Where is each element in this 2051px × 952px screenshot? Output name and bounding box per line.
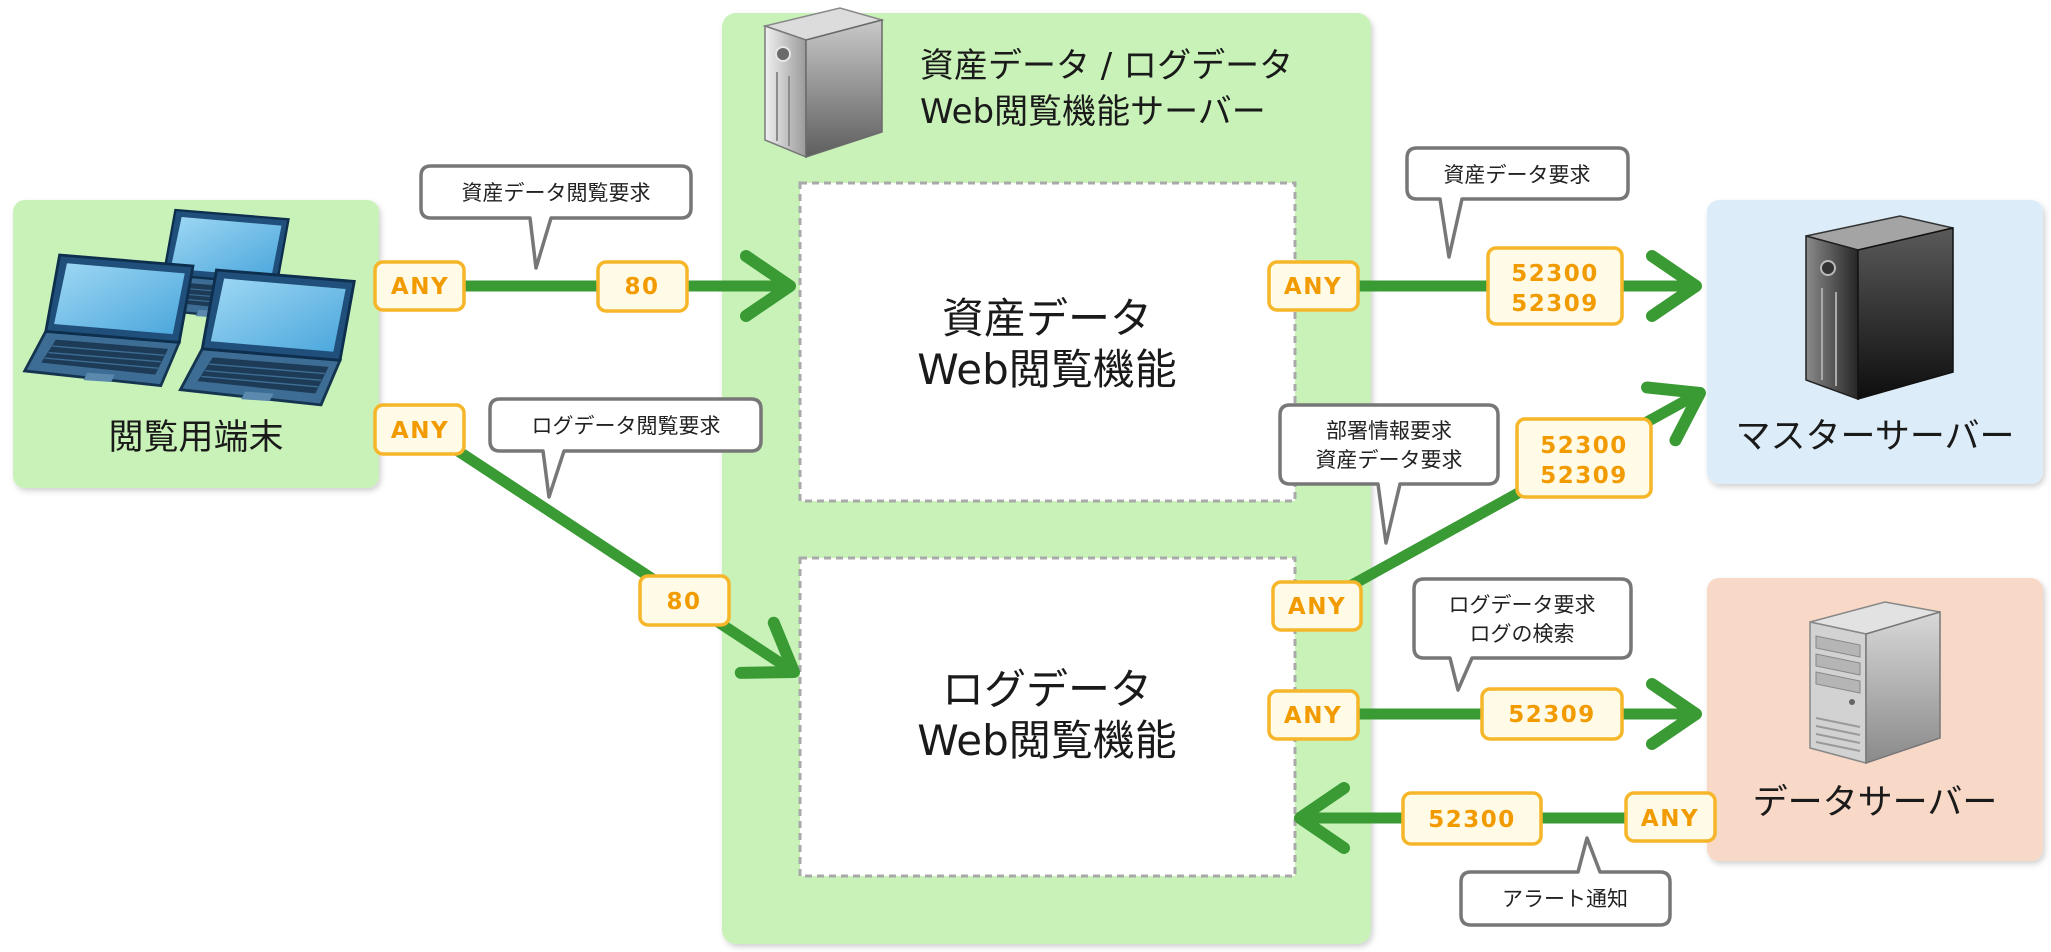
- callout-text: 資産データ閲覧要求: [462, 181, 651, 205]
- port-label-line2: 52309: [1511, 291, 1599, 317]
- callout-text: ログデータ閲覧要求: [532, 414, 721, 438]
- master-server-icon: [1805, 215, 1954, 401]
- arrowhead-log-master: [1641, 381, 1706, 447]
- web-server-title-line1: 資産データ / ログデータ: [920, 46, 1293, 86]
- port-badge-target: 80: [638, 574, 731, 627]
- arrowhead-asset-master: [1646, 250, 1702, 322]
- port-badge-source: ANY: [1271, 580, 1363, 632]
- port-badge-source: ANY: [1624, 791, 1717, 843]
- asset-function-title-line2: Web閲覧機能: [917, 345, 1177, 394]
- web-server-title-line2: Web閲覧機能サーバー: [920, 92, 1266, 132]
- port-label: ANY: [1284, 703, 1342, 729]
- terminal-label: 閲覧用端末: [108, 418, 283, 458]
- port-label: ANY: [1288, 594, 1346, 620]
- log-function-title-line2: Web閲覧機能: [917, 716, 1177, 765]
- callout-log-master: 部署情報要求 資産データ要求: [1278, 403, 1500, 545]
- master-server-label: マスターサーバー: [1736, 417, 2015, 457]
- port-badge-target: 52300 52309: [1486, 246, 1624, 326]
- arrow-terminal-log: [451, 444, 792, 673]
- callout-text-line2: 資産データ要求: [1316, 448, 1463, 472]
- callout-data-log: アラート通知: [1459, 836, 1672, 927]
- callout-text-line1: ログデータ要求: [1449, 593, 1596, 617]
- port-badge-target: 52309: [1480, 687, 1624, 741]
- asset-function-title-line1: 資産データ: [942, 294, 1152, 343]
- callout-asset-master: 資産データ要求: [1405, 146, 1630, 259]
- callout-text-line2: ログの検索: [1470, 622, 1575, 646]
- arrowhead-terminal-log: [734, 616, 800, 679]
- port-label-line2: 52309: [1540, 463, 1628, 489]
- port-label: 52309: [1508, 702, 1596, 728]
- asset-function-box: [798, 181, 1297, 503]
- port-label: ANY: [391, 274, 449, 300]
- callout-terminal-log: ログデータ閲覧要求: [488, 397, 763, 499]
- arrowhead-log-data: [1646, 678, 1702, 750]
- callout-text: 資産データ要求: [1444, 163, 1591, 187]
- port-label: ANY: [1641, 806, 1699, 832]
- port-label: 52300: [1428, 807, 1516, 833]
- port-badge-target: 80: [596, 260, 689, 313]
- web-server-icon: [762, 7, 885, 159]
- data-server-label: データサーバー: [1753, 783, 1998, 823]
- callout-terminal-asset: 資産データ閲覧要求: [419, 164, 693, 270]
- log-function-title-line1: ログデータ: [942, 665, 1152, 714]
- port-label-line1: 52300: [1511, 261, 1599, 287]
- port-label: ANY: [391, 418, 449, 444]
- port-badge-target: 52300 52309: [1515, 417, 1653, 499]
- log-function-box: [798, 556, 1297, 878]
- arrowhead-terminal-asset: [740, 250, 796, 322]
- callout-text-line1: 部署情報要求: [1326, 419, 1452, 443]
- port-badge-source: ANY: [1267, 689, 1360, 741]
- port-label-line1: 52300: [1540, 433, 1628, 459]
- port-label: ANY: [1284, 274, 1342, 300]
- port-badge-target: 52300: [1401, 791, 1543, 846]
- port-badge-source: ANY: [373, 260, 466, 312]
- port-label: 80: [624, 274, 659, 300]
- callout-log-data: ログデータ要求 ログの検索: [1412, 577, 1633, 692]
- data-server-icon: [1809, 601, 1941, 765]
- arrowhead-data-log: [1294, 782, 1350, 854]
- port-label: 80: [666, 589, 701, 615]
- callout-text: アラート通知: [1502, 887, 1628, 911]
- port-badge-source: ANY: [373, 403, 466, 456]
- port-badge-source: ANY: [1267, 260, 1360, 312]
